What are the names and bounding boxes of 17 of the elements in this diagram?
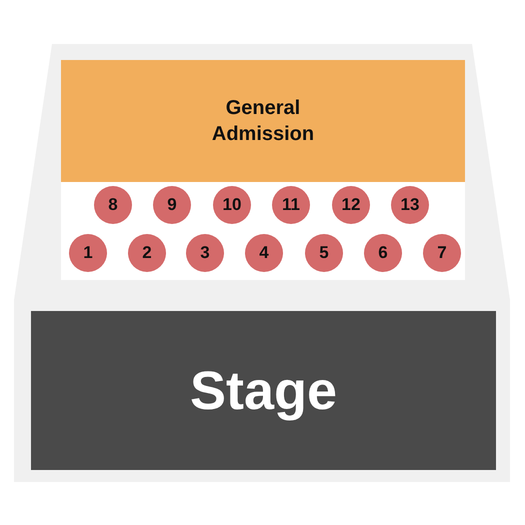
general-admission-area: [61, 60, 465, 182]
area-label: 9: [167, 195, 177, 215]
area-label: 1: [83, 243, 93, 263]
area-label: 8: [108, 195, 118, 215]
area-label: 5: [319, 243, 329, 263]
area-label: 13: [400, 195, 420, 215]
area-label: 3: [200, 243, 210, 263]
area-label: 2: [142, 243, 152, 263]
area-label: 6: [378, 243, 388, 263]
area-label: Stage: [190, 360, 338, 422]
area-label: 7: [437, 243, 447, 263]
area-label: 4: [259, 243, 269, 263]
stage-area: [31, 311, 496, 470]
area-label: General Admission: [210, 96, 316, 147]
area-label: 10: [222, 195, 242, 215]
area-label: 12: [342, 195, 360, 215]
area-label: 11: [282, 195, 300, 215]
